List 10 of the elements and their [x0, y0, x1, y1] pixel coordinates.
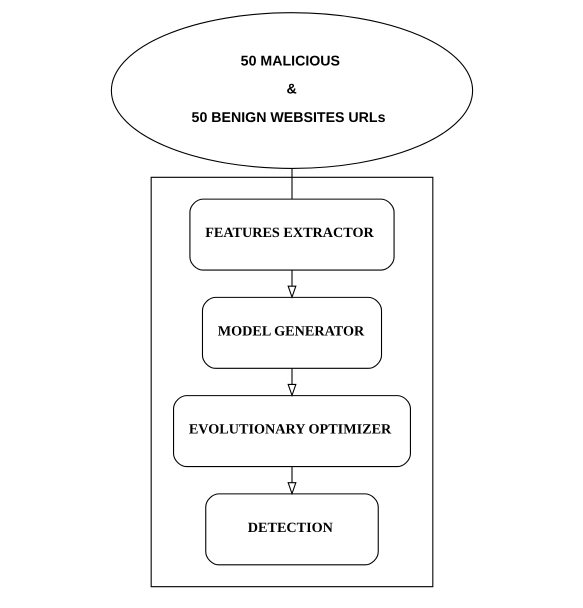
arrow — [286, 270, 296, 299]
node-box: EVOLUTIONARY OPTIMIZER — [172, 395, 410, 468]
arrow — [286, 466, 296, 496]
node-box: MODEL GENERATOR — [201, 296, 382, 369]
cluster — [150, 176, 433, 588]
node-box: DETECTION — [204, 493, 378, 566]
arrow — [286, 368, 296, 398]
node-ellipse: 50 MALICIOUS & 50 BENIGN WEBSITES URLs — [110, 12, 473, 169]
node-box: FEATURES EXTRACTOR — [188, 198, 394, 271]
connector — [290, 168, 292, 199]
